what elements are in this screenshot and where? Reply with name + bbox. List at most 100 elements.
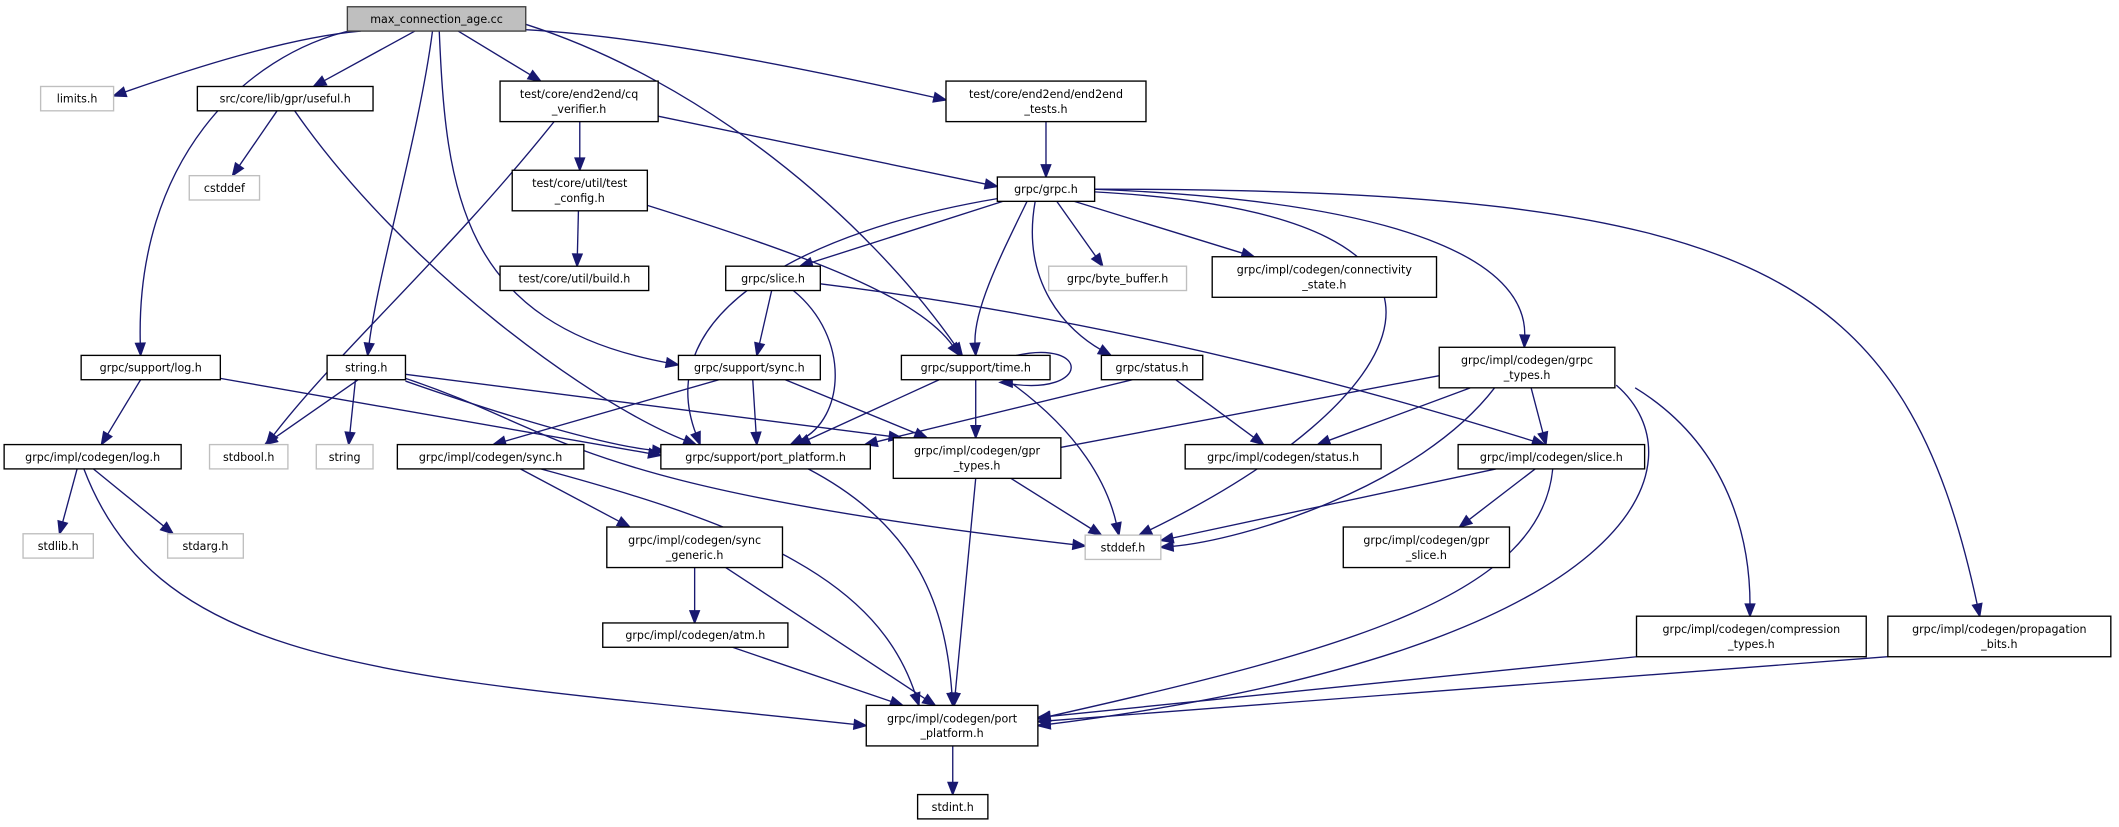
node-box [499,80,659,123]
edge-test-core-util-test-config-h-to-test-core-util-build-h [571,210,584,269]
node-label: grpc/support/sync.h [694,362,805,375]
edge-grpc-support-sync-h-to-grpc-impl-codegen-gpr-types-h [784,379,929,439]
node-box [188,174,261,201]
arrowhead-icon [888,695,905,707]
node-test-core-util-test-config-h[interactable]: test/core/util/test_config.h [511,169,649,212]
edge-line [349,379,357,434]
edge-line [1327,387,1471,442]
edge-grpc-impl-codegen-gpr-types-h-to-stddef-h [1010,477,1103,537]
node-label: _types.h [953,460,1001,473]
edge-grpc-impl-codegen-log-h-to-grpc-impl-codegen-port-platform-h [83,468,869,730]
node-grpc-impl-codegen-gpr-types-h[interactable]: grpc/impl/codegen/gpr_types.h [892,437,1062,480]
arrowhead-icon [1096,344,1113,357]
node-label: max_connection_age.cc [370,13,503,26]
edge-grpc-impl-codegen-sync-generic-h-to-grpc-impl-codegen-port-platform-h [725,566,937,707]
node-grpc-grpc-h[interactable]: grpc/grpc.h [996,176,1096,203]
edge-line [647,204,954,347]
node-grpc-impl-codegen-atm-h[interactable]: grpc/impl/codegen/atm.h [602,622,789,648]
node-grpc-impl-codegen-gpr-slice-h[interactable]: grpc/impl/codegen/gpr_slice.h [1342,526,1511,569]
node-label: grpc/impl/codegen/gpr [1363,534,1490,547]
edge-line [1056,200,1098,258]
edge-max-connection-age-cc-to-test-core-end2end-cq-verifier-h [457,30,543,83]
node-label: grpc/impl/codegen/propagation [1912,623,2086,636]
node-label: src/core/lib/gpr/useful.h [220,93,351,106]
node-label: grpc/byte_buffer.h [1067,272,1168,285]
node-test-core-util-build-h[interactable]: test/core/util/build.h [499,265,650,292]
node-label: string.h [345,362,387,375]
arrowhead-icon [574,157,586,173]
node-stdbool-h: stdbool.h [208,443,289,470]
node-grpc-support-port-platform-h[interactable]: grpc/support/port_platform.h [660,443,871,470]
arrowhead-icon [1036,714,1052,727]
arrowhead-icon [664,356,681,369]
edge-grpc-impl-codegen-grpc-types-h-to-grpc-impl-codegen-slice-h [1530,387,1549,447]
edge-line [752,379,757,434]
edge-grpc-grpc-h-to-grpc-slice-h [798,200,1003,268]
node-grpc-impl-codegen-connectivity-state-h[interactable]: grpc/impl/codegen/connectivity_state.h [1211,256,1438,298]
node-grpc-impl-codegen-log-h[interactable]: grpc/impl/codegen/log.h [3,443,182,470]
node-grpc-impl-codegen-sync-generic-h[interactable]: grpc/impl/codegen/sync_generic.h [606,526,784,569]
edge-grpc-impl-codegen-slice-h-to-stddef-h [1159,468,1497,544]
edge-line [1048,656,1637,718]
edge-line [1031,201,1102,351]
edge-max-connection-age-cc-to-src-core-lib-gpr-useful-h [311,30,416,88]
node-stdlib-h: stdlib.h [22,533,94,559]
edge-grpc-impl-codegen-slice-h-to-grpc-impl-codegen-gpr-slice-h [1458,468,1536,529]
edge-line [1048,656,1888,722]
node-grpc-impl-codegen-grpc-types-h[interactable]: grpc/impl/codegen/grpc_types.h [1438,346,1616,389]
node-box [892,437,1062,480]
arrowhead-icon [1071,538,1088,551]
edge-line [1530,387,1544,435]
node-test-core-end2end-cq-verifier-h[interactable]: test/core/end2end/cq_verifier.h [499,80,659,123]
edge-line [1009,351,1072,387]
node-label: test/core/util/build.h [518,272,630,285]
edge-line [61,468,78,524]
node-label: stdlib.h [38,540,79,553]
node-grpc-impl-codegen-sync-h[interactable]: grpc/impl/codegen/sync.h [396,443,585,470]
edges-layer [57,23,1983,797]
node-grpc-support-sync-h[interactable]: grpc/support/sync.h [677,354,821,381]
node-string-h[interactable]: string.h [326,354,407,381]
node-test-core-end2end-end2end-tests-h[interactable]: test/core/end2end/end2end_tests.h [945,80,1147,123]
edge-grpc-support-time-h-to-stddef-h [1006,379,1122,537]
node-src-core-lib-gpr-useful-h[interactable]: src/core/lib/gpr/useful.h [196,85,374,112]
node-grpc-impl-codegen-propagation-bits-h[interactable]: grpc/impl/codegen/propagation_bits.h [1887,615,2112,658]
node-grpc-byte-buffer-h: grpc/byte_buffer.h [1048,265,1188,292]
node-box [996,176,1096,203]
edge-grpc-impl-codegen-grpc-types-h-to-grpc-impl-codegen-gpr-types-h [1045,374,1440,454]
node-label: stddef.h [1101,541,1146,554]
node-string: string [315,443,374,470]
node-grpc-support-log-h[interactable]: grpc/support/log.h [80,354,222,381]
node-box [1084,534,1162,561]
node-box [945,80,1147,123]
edge-src-core-lib-gpr-useful-h-to-grpc-support-port-platform-h [294,110,698,446]
arrowhead-icon [1158,540,1175,552]
node-label: _types.h [1727,638,1775,651]
node-grpc-impl-codegen-port-platform-h[interactable]: grpc/impl/codegen/port_platform.h [865,704,1039,747]
node-grpc-impl-codegen-compression-types-h[interactable]: grpc/impl/codegen/compression_types.h [1635,615,1867,658]
edge-line [272,121,555,437]
node-label: grpc/slice.h [741,272,805,285]
node-box [346,6,527,32]
node-grpc-slice-h[interactable]: grpc/slice.h [725,265,821,292]
arrowhead-icon [526,69,543,83]
node-grpc-impl-codegen-status-h[interactable]: grpc/impl/codegen/status.h [1184,443,1382,470]
edge-grpc-impl-codegen-port-platform-h-to-stdint-h [947,745,959,797]
arrowhead-icon [921,693,937,707]
node-box [196,85,374,112]
node-label: _config.h [554,192,605,205]
node-grpc-status-h[interactable]: grpc/status.h [1100,354,1204,381]
arrowhead-icon [947,341,961,357]
node-label: grpc/status.h [1116,362,1189,375]
node-grpc-support-time-h[interactable]: grpc/support/time.h [900,354,1051,381]
arrowhead-icon [909,691,921,708]
node-box [916,793,989,820]
node-stdint-h[interactable]: stdint.h [916,793,989,820]
edge-line [92,468,166,528]
node-grpc-impl-codegen-slice-h[interactable]: grpc/impl/codegen/slice.h [1457,443,1646,470]
edge-line [1048,468,1554,718]
node-label: grpc/grpc.h [1014,183,1078,196]
arrowhead-icon [970,424,982,440]
edge-grpc-impl-codegen-slice-h-to-grpc-impl-codegen-port-platform-h [1036,468,1554,722]
